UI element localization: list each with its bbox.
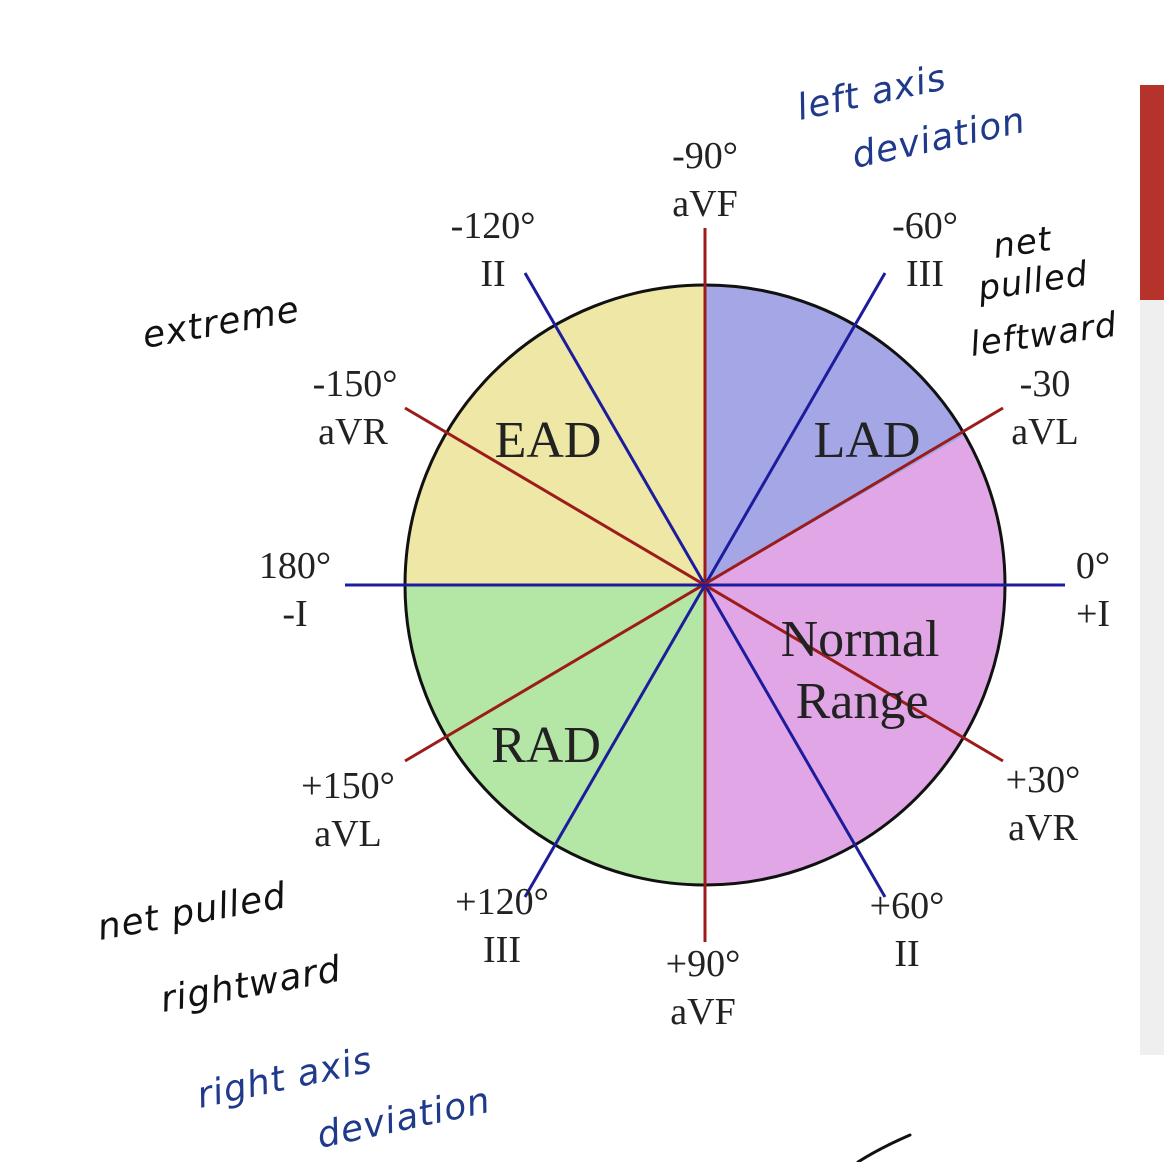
note-net-pulled: net pulled (94, 875, 290, 949)
note-extreme: extreme (139, 289, 302, 357)
lad-quadrant (705, 284, 965, 585)
label-avr-left: aVR (318, 411, 388, 453)
ead-quadrant (405, 285, 705, 585)
label-minus-i: -I (282, 593, 307, 635)
label-plus-30-degree: +30° (1006, 759, 1081, 801)
label-plus-150-degree: +150° (301, 765, 395, 807)
label-minus-150-degree: -150° (313, 363, 398, 405)
label-180-degree: 180° (259, 545, 331, 587)
side-panel-edge (1140, 85, 1164, 1055)
label-iii-top: III (906, 253, 944, 295)
region-label-lad: LAD (814, 412, 921, 469)
note-right-axis: right axis (193, 1040, 376, 1117)
label-minus-90-degree: -90° (672, 135, 738, 177)
label-minus-60-degree: -60° (892, 205, 958, 247)
label-avf-top: aVF (672, 183, 737, 225)
label-minus-120-degree: -120° (451, 205, 536, 247)
label-ii-top: II (480, 253, 505, 295)
label-plus-60-degree: +60° (870, 885, 945, 927)
region-label-ead: EAD (495, 412, 602, 469)
note-right-axis-deviation: deviation (313, 1080, 494, 1157)
label-avl-left: aVL (314, 813, 382, 855)
region-label-normal: Normal (781, 611, 940, 668)
label-plus-90-degree: +90° (666, 943, 741, 985)
normal-range-region (705, 435, 1006, 886)
label-plus-i: +I (1076, 593, 1110, 635)
region-label-range: Range (796, 673, 929, 730)
label-ii-bottom: II (894, 933, 919, 975)
label-avl-right: aVL (1011, 411, 1079, 453)
note-left-axis: left axis (793, 57, 950, 129)
note-pulled: pulled (975, 254, 1091, 309)
rad-quadrant (405, 585, 705, 885)
label-avf-bottom: aVF (670, 991, 735, 1033)
label-plus-120-degree: +120° (455, 881, 549, 923)
label-iii-bottom: III (483, 929, 521, 971)
pen-stroke-mark (856, 1133, 912, 1162)
label-0-degree: 0° (1076, 545, 1110, 587)
side-panel-accent-bar (1140, 85, 1164, 300)
note-rightward: rightward (157, 949, 344, 1021)
note-net: net (991, 219, 1055, 267)
note-leftward: leftward (968, 305, 1120, 365)
label-minus-30: -30 (1020, 363, 1071, 405)
region-label-rad: RAD (491, 717, 601, 774)
label-avr-right: aVR (1008, 807, 1078, 849)
